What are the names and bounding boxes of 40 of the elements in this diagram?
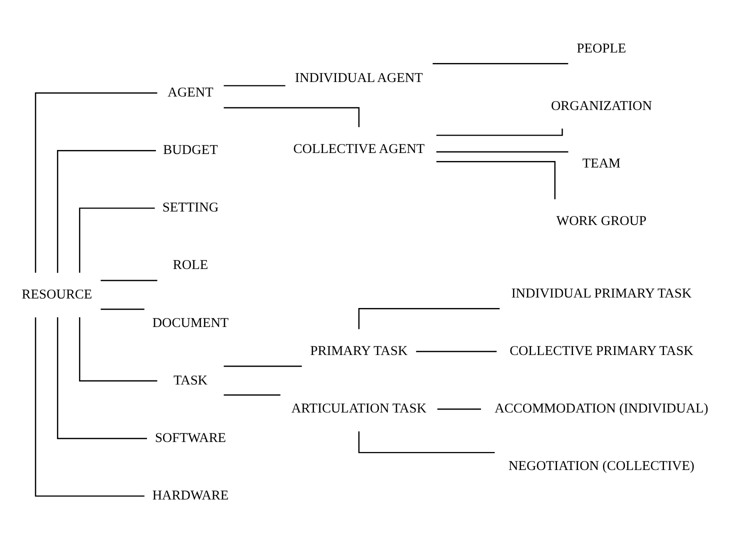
connector (79, 208, 155, 273)
node-text: COLLECTIVE AGENT (293, 140, 425, 156)
node-text: ORGANIZATION (550, 98, 652, 113)
node-text: TEAM (582, 156, 621, 171)
connector (100, 280, 158, 282)
connector (224, 85, 286, 86)
node-text: INDIVIDUAL AGENT (295, 70, 423, 85)
connector (437, 408, 481, 410)
node-text: INDIVIDUAL PRIMARY TASK (511, 285, 692, 300)
node-text: NEGOTIATION (COLLECTIVE) (508, 458, 694, 474)
connector (56, 150, 156, 273)
node-text: DOCUMENT (152, 314, 229, 330)
connector (416, 350, 497, 352)
connector (358, 431, 495, 454)
connector (100, 308, 144, 310)
node-text: ROLE (172, 257, 208, 272)
connector (79, 317, 158, 382)
connector (358, 308, 500, 330)
node-text: HARDWARE (152, 487, 229, 502)
node-text: SOFTWARE (154, 430, 226, 445)
node-text: AGENT (168, 84, 214, 100)
connector (224, 394, 280, 396)
connector (34, 317, 144, 497)
connector (432, 63, 568, 64)
connector (56, 317, 147, 440)
node-text: SETTING (162, 200, 219, 215)
node-text: BUDGET (163, 142, 218, 158)
node-text: PEOPLE (576, 40, 626, 56)
connector (436, 151, 568, 152)
node-text: TASK (173, 372, 208, 388)
connector (436, 161, 556, 200)
node-text: COLLECTIVE PRIMARY TASK (510, 342, 694, 358)
node-text: PRIMARY TASK (310, 342, 408, 358)
connector (224, 366, 302, 367)
node-text: RESOURCE (22, 286, 92, 302)
node-text: ARTICULATION TASK (291, 400, 427, 416)
connector (34, 92, 158, 273)
node-text: ACCOMMODATION (INDIVIDUAL) (494, 400, 708, 416)
node-text: WORK GROUP (556, 213, 647, 228)
connector (224, 107, 360, 128)
